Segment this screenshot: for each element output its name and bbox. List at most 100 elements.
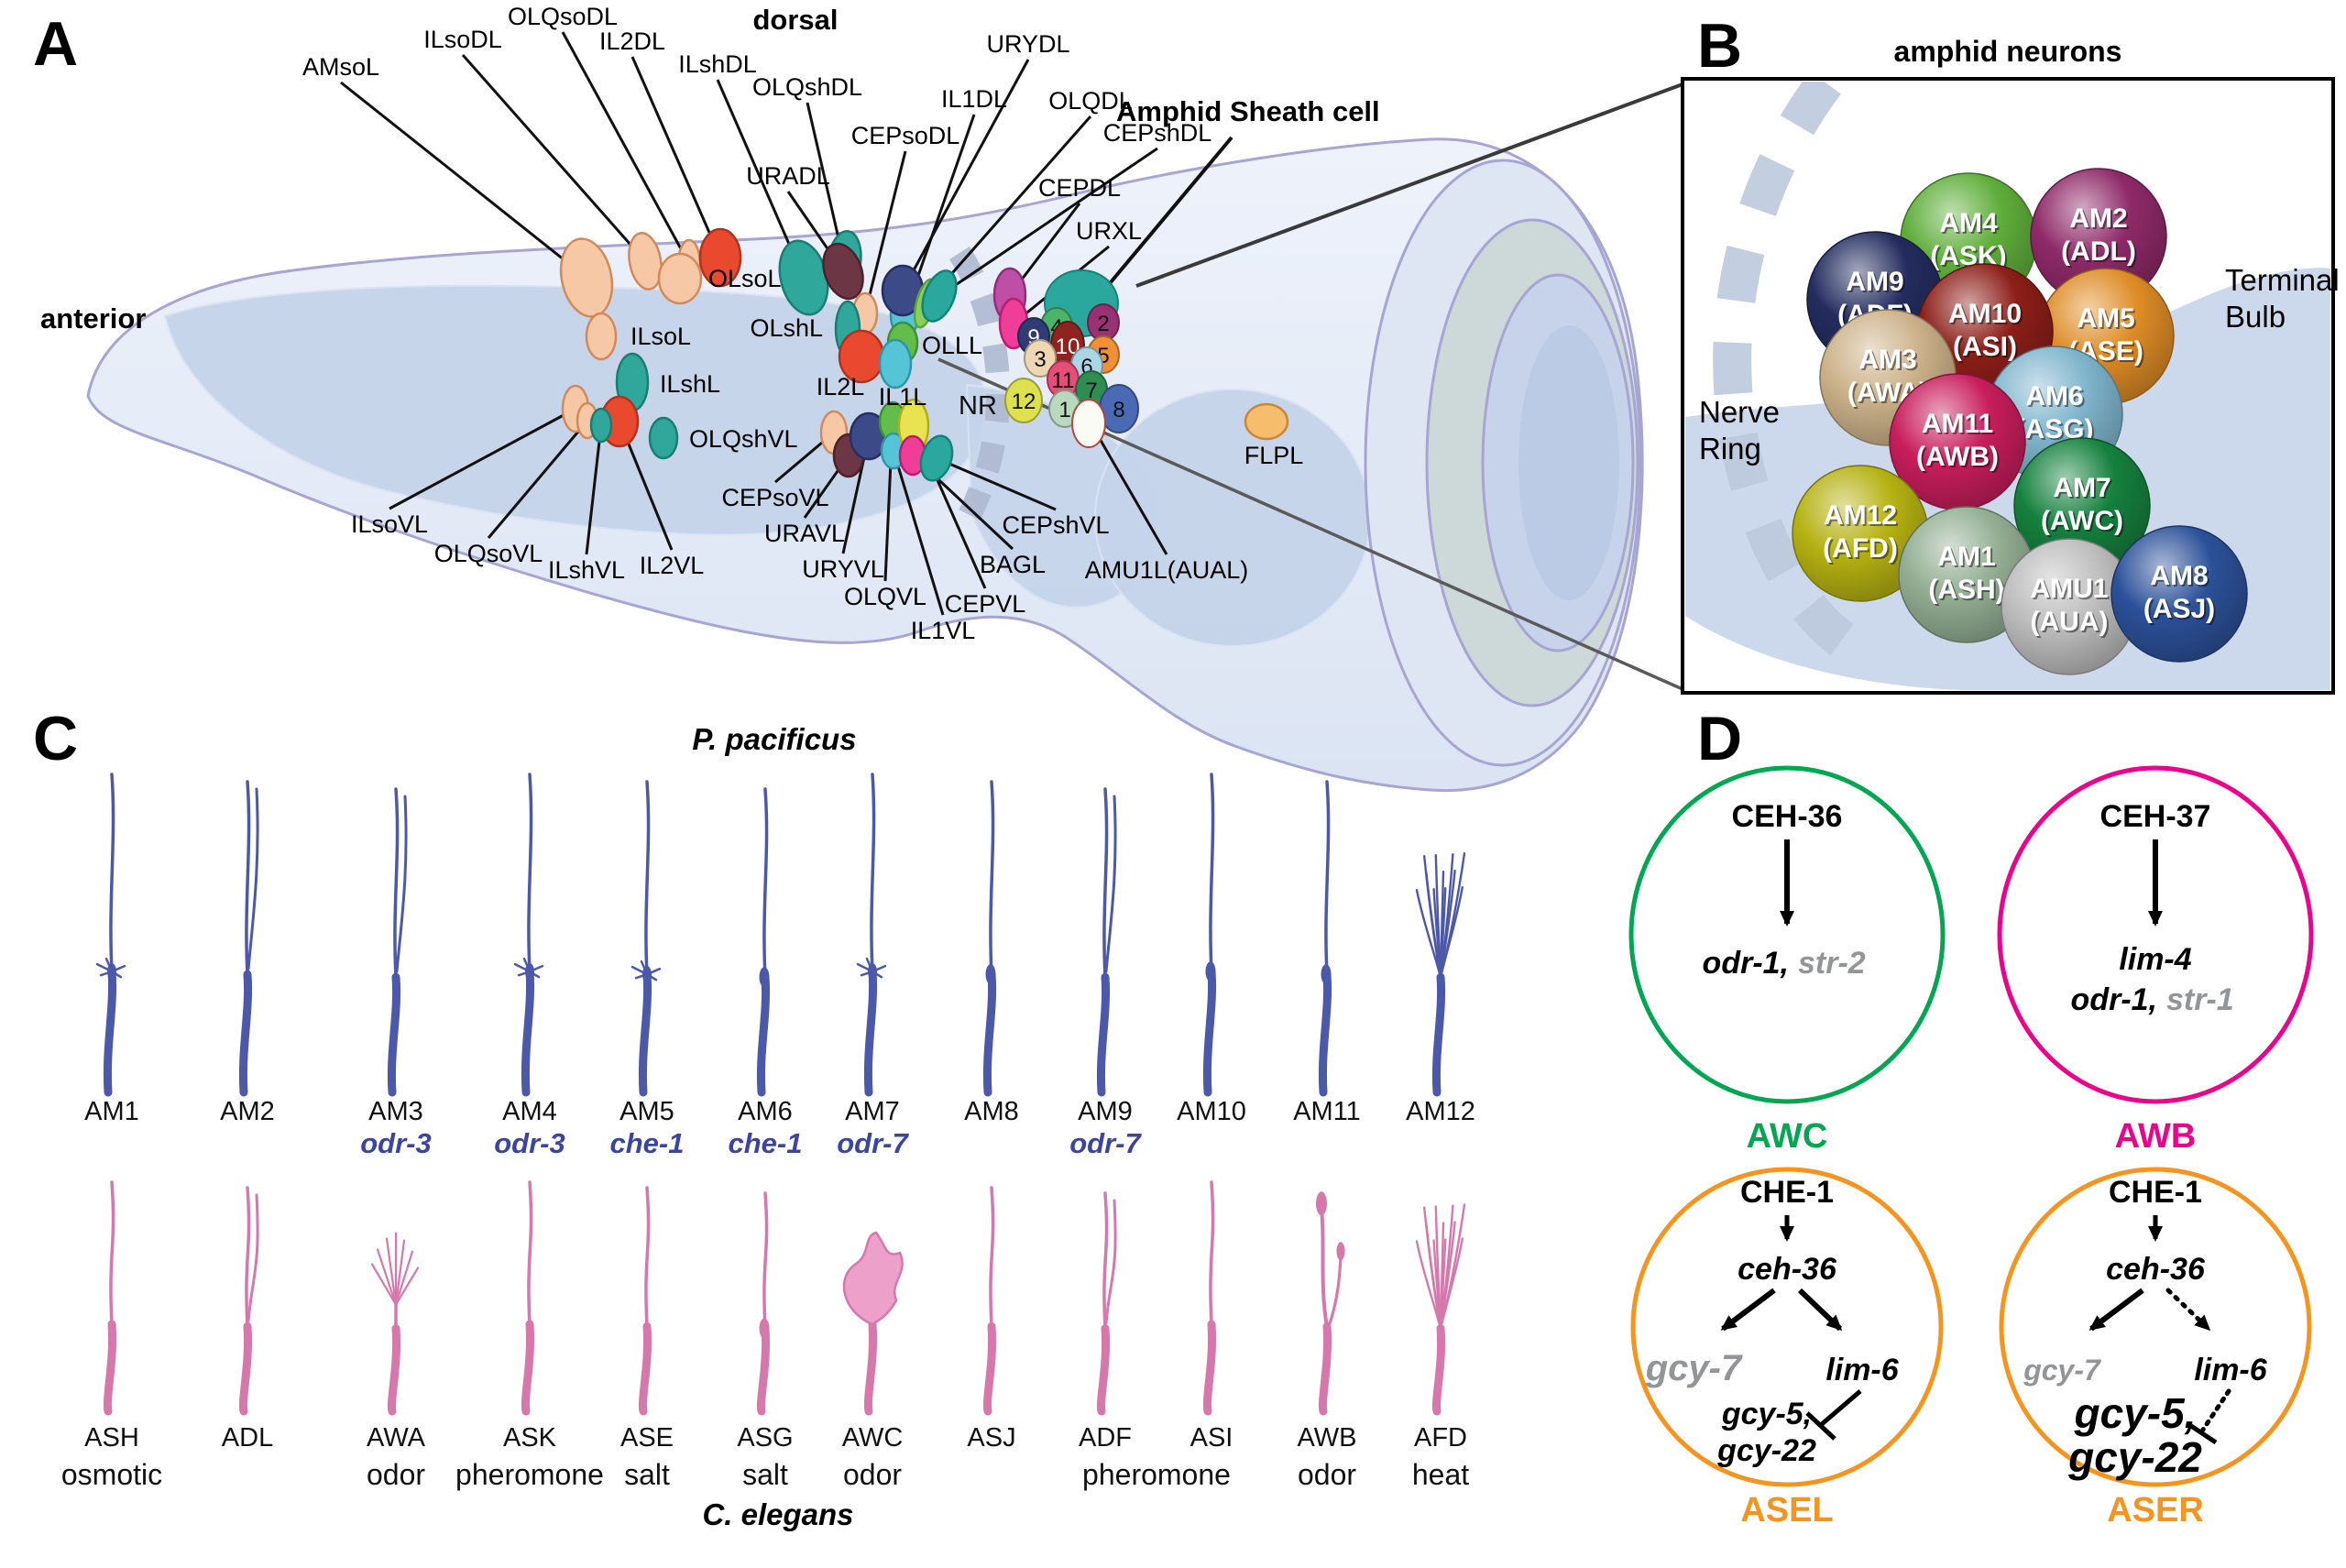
- neurite: [387, 972, 401, 1097]
- sphere-text-AM10: AM10: [1948, 299, 2022, 329]
- neuron-bottom-ASJ: ASJ: [967, 1186, 1016, 1453]
- neurite: [394, 1239, 406, 1306]
- dorsal-label: dorsal: [752, 4, 839, 36]
- aser-arrow-left: [2088, 1288, 2144, 1332]
- cell-label-ILsoVL: ILsoVL: [351, 510, 428, 538]
- modality-label-AFD: heat: [1412, 1458, 1469, 1491]
- gene-label-AM4: odr-3: [494, 1127, 565, 1159]
- panelB-interior: AM4AM4(ASK)(ASK)AM2AM2(ADL)(ADL)AM9AM9(A…: [1685, 82, 2330, 690]
- neurite: [247, 787, 259, 970]
- fork-tip: [1316, 1191, 1327, 1216]
- neurite: [393, 787, 400, 979]
- amphid-sheath-label: Amphid Sheath cell: [1116, 95, 1380, 127]
- cell-label-IL1DL: IL1DL: [941, 85, 1007, 113]
- cell-CEPshDL: [921, 269, 958, 323]
- aser-gcy7: gcy-7: [2023, 1354, 2102, 1387]
- neurite: [1327, 1255, 1343, 1328]
- sphere-text-shadow: AMU1: [2032, 576, 2110, 606]
- soma: [1205, 961, 1216, 982]
- cell-label-OLQsoDL: OLQsoDL: [508, 3, 618, 30]
- sphere-text-AM11: (AWB): [1916, 442, 1999, 472]
- neurite: [394, 1266, 420, 1306]
- neuron-top-AM11: AM11: [1293, 780, 1361, 1126]
- sphere-text-shadow: (AWC): [2043, 508, 2125, 538]
- asel-circle: [1630, 1167, 1944, 1487]
- awb-gene-black: odr-1,: [2071, 982, 2157, 1017]
- neuron-label-ASG: ASG: [737, 1423, 793, 1453]
- neurite: [756, 972, 771, 1097]
- neurite: [245, 780, 251, 976]
- sphere-text-shadow: (AUA): [2033, 609, 2110, 639]
- neurite: [527, 1180, 533, 1326]
- sphere-text-AM1: (ASH): [1928, 575, 2004, 605]
- neurite: [109, 773, 115, 973]
- awc-gene-gray: str-2: [1798, 946, 1866, 981]
- sphere-text-AM11: AM11: [1922, 409, 1993, 439]
- neurite: [1104, 795, 1117, 973]
- aser-lim6: lim-6: [2194, 1353, 2267, 1387]
- sphere-text-shadow: AM6: [2027, 383, 2085, 413]
- awb-circle: [1997, 765, 2314, 1104]
- cell-label-CEPsoVL: CEPsoVL: [721, 484, 828, 511]
- sphere-text-shadow: AM2: [2071, 205, 2129, 236]
- neurite: [376, 1248, 398, 1306]
- asel-inhibit-bar: [1805, 1411, 1836, 1441]
- cell-CEPshVL: [919, 434, 954, 482]
- cell-IL1L: [878, 338, 913, 389]
- neurite: [982, 970, 997, 1097]
- neurite: [638, 970, 652, 1097]
- asel-mid: ceh-36: [1738, 1252, 1837, 1287]
- cell-URADL: [822, 242, 864, 301]
- neurite: [1431, 1324, 1446, 1416]
- sphere-text-AM2: AM2: [2069, 203, 2127, 234]
- cell-label-IL2DL: IL2DL: [599, 27, 665, 55]
- leader-OLQsoDL: [561, 31, 691, 265]
- neurite: [762, 787, 769, 979]
- asel-label: ASEL: [1740, 1491, 1833, 1530]
- neurite: [394, 1250, 414, 1306]
- neurite: [521, 967, 535, 1097]
- amphid-cell-3: [1024, 339, 1057, 378]
- nerve-ring-label: Nerve Ring: [1699, 395, 1781, 466]
- soma: [759, 1318, 770, 1339]
- modality-label-AWB: odor: [1298, 1458, 1356, 1491]
- neurite: [1318, 970, 1332, 1097]
- aser-tf: CHE-1: [2109, 1175, 2202, 1210]
- modality-label-ASK: pheromone: [455, 1458, 604, 1491]
- leader-OLQsoVL: [487, 420, 589, 539]
- neurite: [644, 1186, 651, 1329]
- leader-IL2DL: [630, 56, 722, 258]
- neuron-label-AM12: AM12: [1406, 1097, 1475, 1126]
- sphere-text-shadow: (AFD): [1825, 535, 1900, 565]
- soma: [759, 967, 770, 988]
- neuron-top-AM10: AM10: [1177, 773, 1246, 1126]
- cell-label-OLQDL: OLQDL: [1048, 87, 1133, 115]
- neuron-label-AM9: AM9: [1078, 1097, 1133, 1126]
- leader-CEPsoDL: [863, 150, 907, 314]
- cell-label-CEPVL: CEPVL: [945, 590, 1026, 618]
- gene-label-AM7: odr-7: [837, 1127, 909, 1159]
- neurite: [1104, 1199, 1117, 1325]
- awb-tf: CEH-37: [2100, 799, 2211, 834]
- sphere-text-AM3: AM3: [1858, 345, 1916, 375]
- nerve-ring-dashes-B: [1713, 82, 1854, 656]
- panelD-letter: D: [1697, 704, 1743, 773]
- neurite: [238, 1321, 253, 1416]
- cell-label-URAVL: URAVL: [764, 520, 845, 547]
- cell-ILsoL: [585, 312, 618, 361]
- sphere-text-shadow: AM7: [2055, 475, 2112, 505]
- amphid-cell-number-2: 2: [1097, 312, 1109, 336]
- cut-ring-core: [1518, 325, 1619, 600]
- sheath-label-line: [1100, 136, 1233, 295]
- sphere-text-shadow: AM10: [1950, 301, 2023, 331]
- asel-gcy5: gcy-5,: [1721, 1397, 1812, 1431]
- neurite: [989, 780, 995, 976]
- c-elegans-label: C. elegans: [702, 1497, 854, 1531]
- neurite: [527, 773, 533, 973]
- cell-label-ILshVL: ILshVL: [548, 556, 625, 584]
- amphid-cell-number-8: 8: [1113, 398, 1124, 422]
